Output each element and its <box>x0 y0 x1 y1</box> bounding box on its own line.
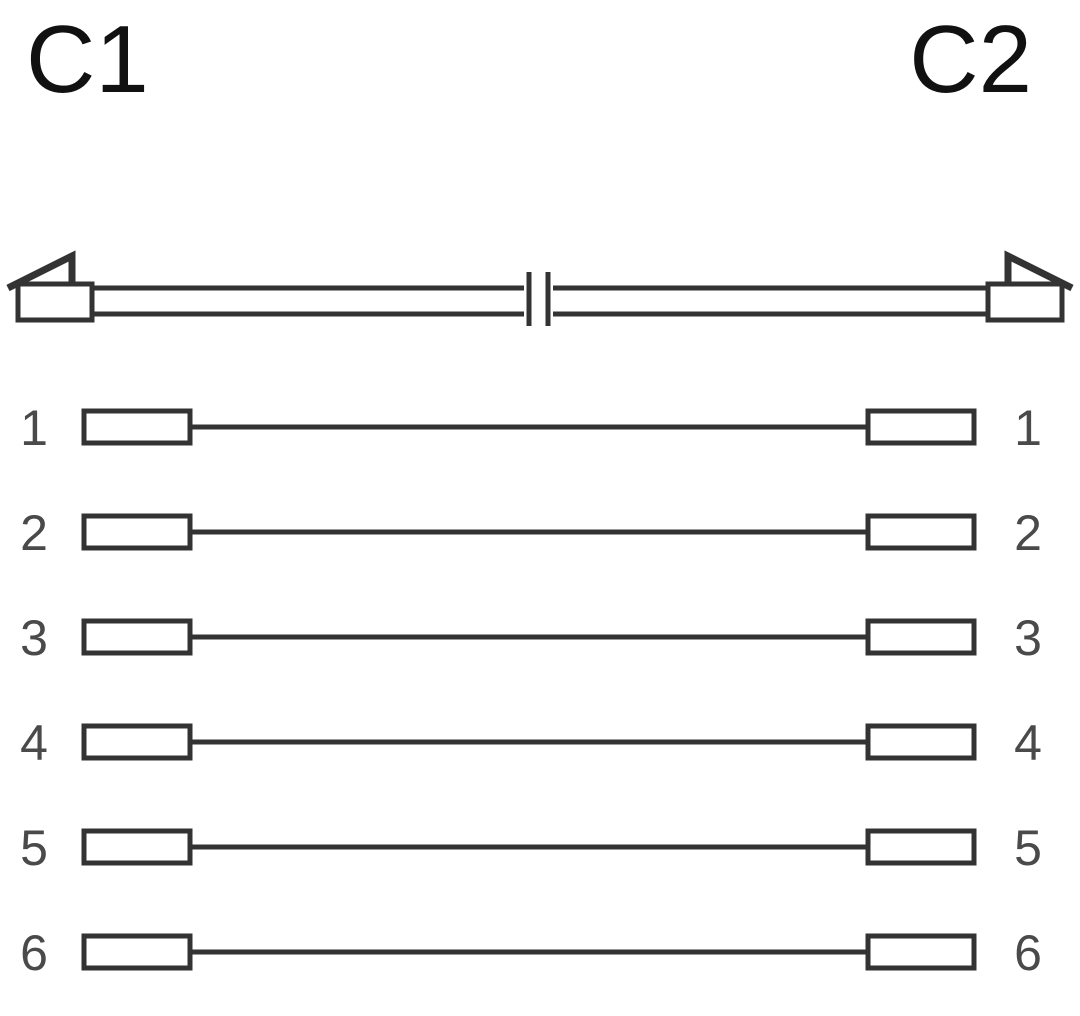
plug-left-icon <box>6 250 95 323</box>
pin-number-right: 6 <box>1014 925 1042 981</box>
connector-label-c2: C2 <box>909 6 1032 113</box>
pin-contact-right <box>865 408 977 446</box>
pin-contact-right <box>865 828 977 866</box>
pin-number-right: 2 <box>1014 505 1042 561</box>
cable-overview <box>6 250 1074 326</box>
cable-break-icon <box>526 272 551 326</box>
pin-number-right: 1 <box>1014 400 1042 456</box>
pin-contact-right <box>865 618 977 656</box>
pin-number-left: 4 <box>20 715 48 771</box>
cable-segment-left <box>92 285 524 317</box>
pin-contact-right <box>865 723 977 761</box>
pin-contact-right <box>865 513 977 551</box>
pin-contact-left <box>81 618 193 656</box>
pin-number-right: 3 <box>1014 610 1042 666</box>
connector-label-c1: C1 <box>26 6 149 113</box>
pin-contact-left <box>81 513 193 551</box>
pin-number-right: 5 <box>1014 820 1042 876</box>
pin-contact-left <box>81 933 193 971</box>
pin-contact-left <box>81 723 193 761</box>
pin-contact-left <box>81 828 193 866</box>
plug-right-icon <box>985 250 1074 323</box>
pin-number-left: 6 <box>20 925 48 981</box>
pin-number-left: 3 <box>20 610 48 666</box>
pin-contact-right <box>865 933 977 971</box>
pin-contact-left <box>81 408 193 446</box>
pin-number-left: 5 <box>20 820 48 876</box>
cable-segment-right <box>553 285 988 317</box>
pin-number-right: 4 <box>1014 715 1042 771</box>
pin-number-left: 1 <box>20 400 48 456</box>
pin-number-left: 2 <box>20 505 48 561</box>
